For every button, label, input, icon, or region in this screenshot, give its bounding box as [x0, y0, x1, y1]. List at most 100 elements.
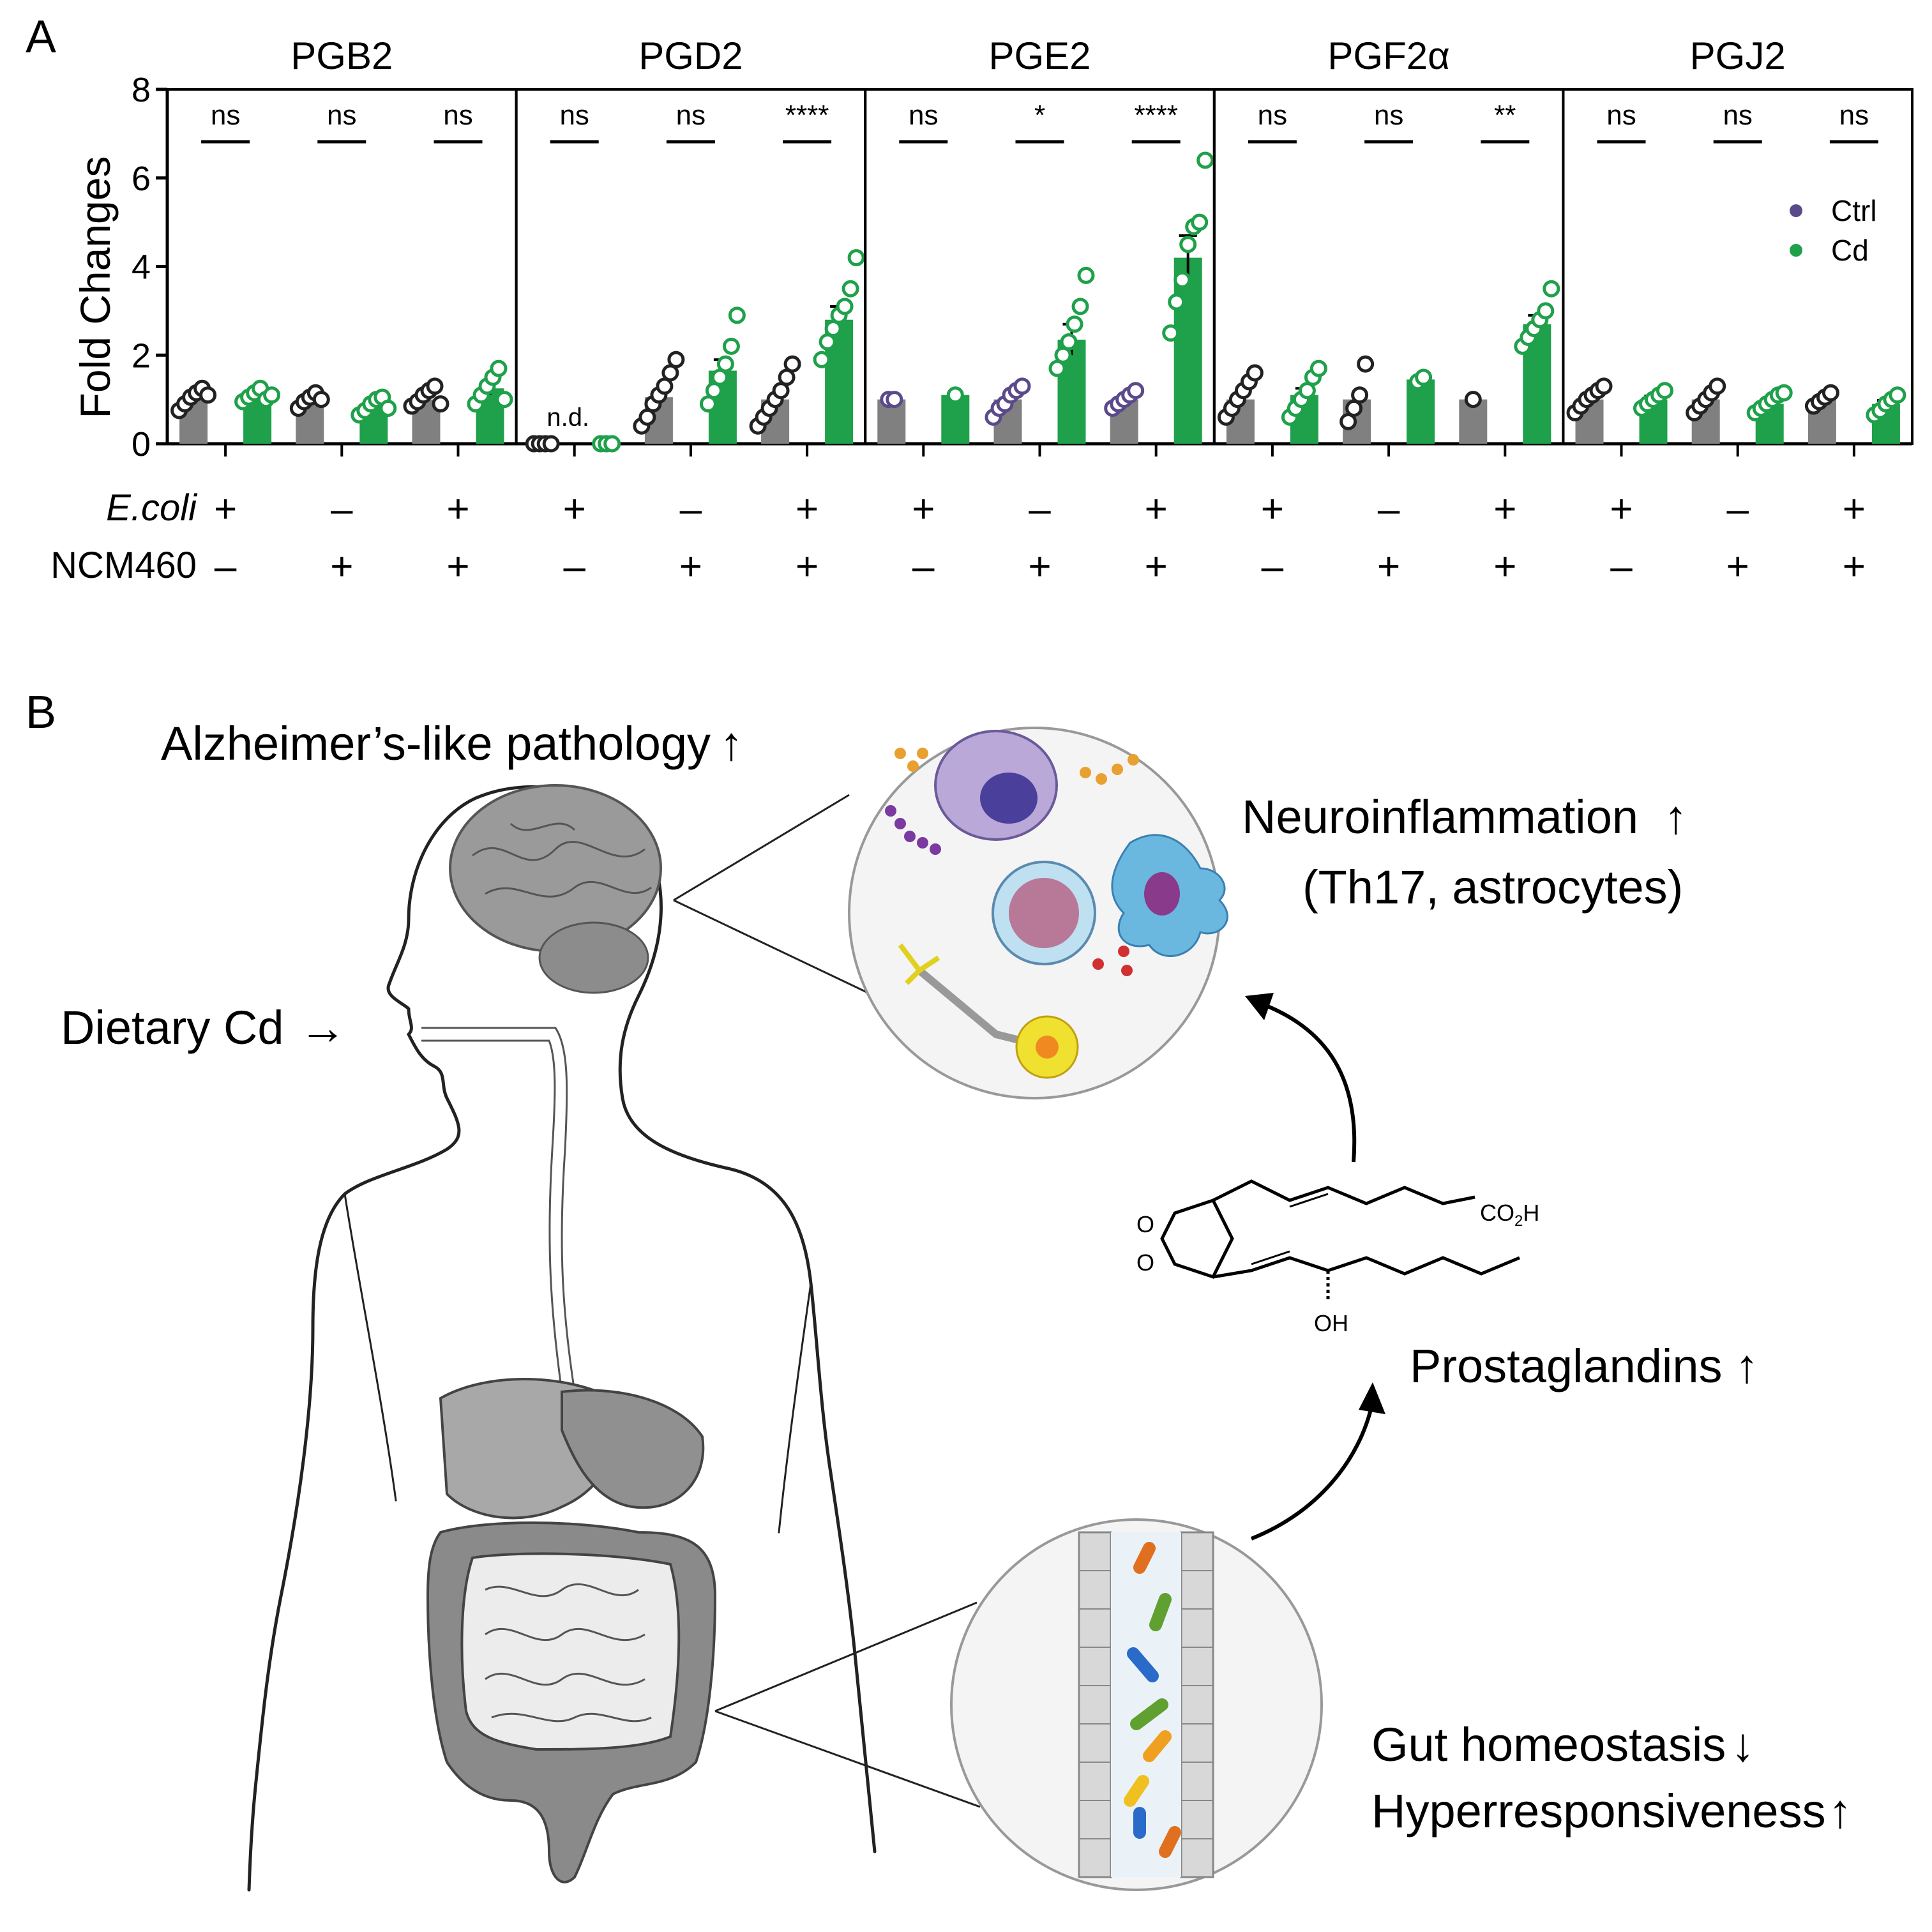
ncm460-sign: + — [1493, 545, 1516, 589]
significance-label: ** — [1494, 100, 1516, 131]
gut-zoom-line-top — [714, 1601, 977, 1712]
ncm460-sign: – — [1610, 545, 1633, 589]
point-ctrl — [667, 351, 685, 368]
row-label-ncm460: NCM460 — [50, 545, 197, 586]
point-ctrl — [1595, 377, 1613, 395]
bar-cd — [1174, 257, 1202, 444]
ecoli-sign: – — [1726, 487, 1749, 531]
point-cd — [1309, 359, 1327, 377]
point-ctrl — [1246, 364, 1264, 382]
point-cd — [716, 355, 734, 373]
point-ctrl — [1709, 377, 1726, 395]
point-cd — [490, 359, 508, 377]
ecoli-sign: + — [1493, 487, 1516, 531]
subpanel-title: PGD2 — [638, 34, 743, 77]
ncm460-sign: + — [1726, 545, 1749, 589]
point-ctrl — [886, 391, 903, 409]
ecoli-sign: + — [214, 487, 237, 531]
panel-b-letter: B — [26, 687, 56, 738]
chem-co2h: CO2H — [1480, 1200, 1539, 1230]
ecoli-sign: + — [1261, 487, 1284, 531]
y-tick-label: 0 — [132, 425, 151, 464]
ecoli-sign: + — [796, 487, 819, 531]
point-cd — [1196, 151, 1214, 169]
point-cd — [1174, 271, 1191, 289]
ecoli-sign: – — [1378, 487, 1400, 531]
point-ctrl — [1127, 382, 1145, 400]
point-cd — [946, 386, 964, 404]
ncm460-sign: + — [679, 545, 702, 589]
point-cd — [722, 337, 740, 355]
point-ctrl — [432, 395, 449, 413]
ncm460-sign: + — [796, 545, 819, 589]
ncm460-sign: + — [1377, 545, 1400, 589]
arrow-head-prostaglandin — [1359, 1382, 1385, 1414]
point-cd — [1537, 302, 1555, 320]
y-tick-label: 4 — [132, 248, 151, 287]
arrow-gut-to-prostaglandin — [1250, 1401, 1375, 1541]
point-cd — [1071, 298, 1089, 315]
label-gut-homeostasis: Gut homeostasis↓ — [1371, 1718, 1755, 1771]
ncm460-sign: – — [912, 545, 935, 589]
point-cd — [847, 249, 865, 267]
point-ctrl — [199, 386, 217, 404]
point-cd — [841, 280, 859, 298]
significance-label: **** — [1134, 100, 1178, 131]
point-ctrl — [426, 377, 444, 395]
significance-label: ns — [1723, 100, 1752, 131]
row-label-ecoli: E.coli — [106, 487, 198, 529]
label-neuroinflammation: Neuroinflammation↑ — [1242, 790, 1687, 843]
label-neuro-detail: (Th17, astrocytes) — [1302, 861, 1683, 914]
point-ctrl — [1357, 355, 1375, 373]
significance-label: ns — [1606, 100, 1636, 131]
legend-ctrl-marker — [1790, 204, 1802, 217]
chem-o-top: O — [1136, 1211, 1154, 1237]
legend-ctrl-label: Ctrl — [1831, 194, 1877, 227]
significance-label: ns — [1374, 100, 1403, 131]
point-cd — [603, 435, 621, 453]
label-prostaglandins: Prostaglandins↑ — [1410, 1340, 1759, 1392]
label-dietary-cd: Dietary Cd→ — [61, 1001, 347, 1054]
chem-oh: OH — [1314, 1310, 1348, 1336]
ncm460-sign: – — [215, 545, 237, 589]
ecoli-sign: – — [331, 487, 353, 531]
point-cd — [728, 306, 746, 324]
y-tick-label: 6 — [132, 160, 151, 198]
significance-label: ns — [559, 100, 589, 131]
chart-legend: Ctrl Cd — [1790, 194, 1877, 267]
significance-label: **** — [785, 100, 829, 131]
legend-cd-marker — [1790, 244, 1802, 257]
point-cd — [1775, 384, 1793, 402]
condition-signs: +––++++––++++––++++––++++––+++ — [214, 487, 1866, 589]
point-ctrl — [542, 435, 560, 453]
point-cd — [495, 391, 513, 409]
y-tick-label: 2 — [132, 336, 151, 375]
ecoli-sign: – — [680, 487, 702, 531]
ncm460-sign: + — [1843, 545, 1866, 589]
point-cd — [263, 386, 281, 404]
point-cd — [1168, 293, 1186, 311]
point-cd — [1415, 368, 1433, 386]
subpanel-title: PGE2 — [988, 34, 1091, 77]
ecoli-sign: + — [446, 487, 469, 531]
gut-zoom-line-bottom — [714, 1710, 981, 1808]
brain — [449, 784, 662, 994]
subpanel-title: PGB2 — [291, 34, 393, 77]
legend-cd-label: Cd — [1831, 234, 1869, 267]
point-cd — [379, 400, 397, 417]
chem-o-bottom: O — [1136, 1249, 1154, 1276]
point-ctrl — [312, 391, 330, 409]
brain-zoom-line-top — [673, 794, 850, 902]
point-cd — [1162, 324, 1180, 342]
label-alzheimers: Alzheimer’s-like pathology↑ — [161, 717, 743, 770]
subpanel-title: PGJ2 — [1690, 34, 1786, 77]
significance-label: ns — [327, 100, 356, 131]
point-ctrl — [1822, 384, 1839, 402]
ncm460-sign: + — [446, 545, 469, 589]
ecoli-sign: + — [1843, 487, 1866, 531]
